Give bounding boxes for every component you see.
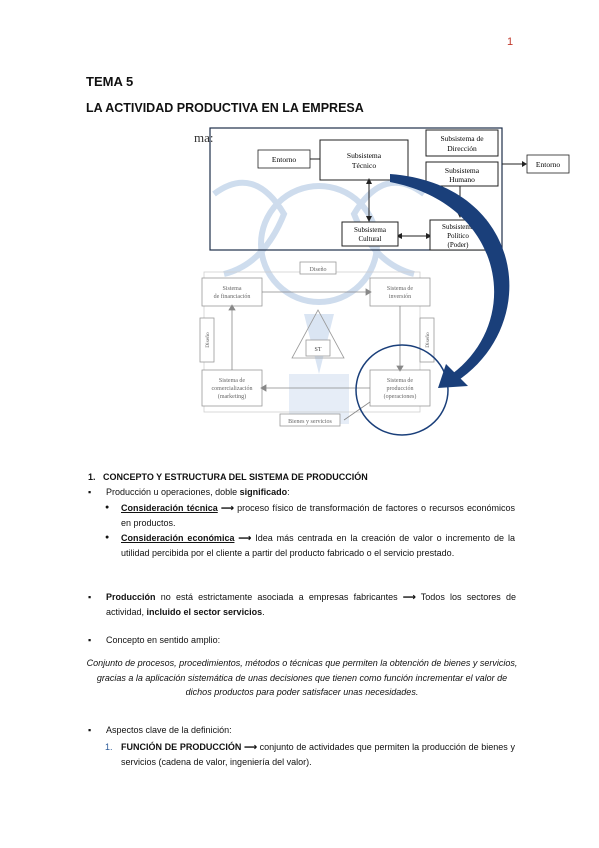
- bullet-produccion-servicios: Producción no está estrictamente asociad…: [88, 590, 516, 619]
- produccion-label-1: Sistema de: [387, 378, 413, 384]
- subsistema-direccion-box: [425, 129, 499, 157]
- arrow-icon: ⟶: [244, 742, 257, 752]
- consideracion-economica-label: Consideración económica: [121, 533, 235, 543]
- consideracion-tecnica-text: proceso físico de transformación de fact…: [121, 503, 515, 528]
- subsistema-politico-label-3: (Poder): [448, 241, 470, 249]
- item1-text: conjunto de actividades que permiten la …: [121, 742, 515, 767]
- consideracion-economica-text: Idea más centrada en la creación de valo…: [121, 533, 515, 558]
- bullet1-bold: significado: [239, 487, 288, 497]
- section-1-number: 1.: [88, 472, 96, 482]
- inversion-label-1: Sistema de: [387, 286, 413, 292]
- bullet1-colon: :: [287, 487, 290, 497]
- comercializacion-label-2: comercialización: [212, 386, 253, 392]
- item-consideracion-tecnica: Consideración técnica ⟶ proceso físico d…: [105, 501, 515, 530]
- inversion-label-2: inversión: [389, 294, 411, 300]
- diseno-left-label: Diseño: [205, 332, 211, 348]
- bullet-aspectos-clave: Aspectos clave de la definición:: [88, 724, 232, 737]
- produccion-label-3: (operaciones): [384, 393, 417, 400]
- produccion-highlight-ellipse: [355, 344, 449, 436]
- bullet1-text: Producción u operaciones, doble: [106, 487, 240, 497]
- diseno-right-label: Diseño: [425, 332, 431, 348]
- section-1-title: CONCEPTO Y ESTRUCTURA DEL SISTEMA DE PRO…: [103, 472, 368, 482]
- subsistema-politico-label-1: Subsistema: [442, 223, 475, 231]
- item-consideracion-economica: Consideración económica ⟶ Idea más centr…: [105, 531, 515, 560]
- diseno-left-box: [199, 317, 215, 363]
- bullet2-text-b: Todos los sectores de actividad,: [106, 592, 516, 617]
- subsistema-direccion-label-2: Dirección: [447, 144, 477, 153]
- diseno-top-label: Diseño: [310, 267, 327, 273]
- subsistema-cultural-label-1: Subsistema: [354, 226, 387, 234]
- tema-heading: TEMA 5: [86, 74, 134, 89]
- bienes-servicios-box: [279, 413, 341, 427]
- bullet2-text-c: .: [262, 606, 265, 617]
- bullet-concepto-amplio: Concepto en sentido amplio:: [88, 634, 221, 647]
- subsistema-cultural-box: [341, 221, 399, 247]
- entorno-right-label: Entorno: [536, 160, 560, 169]
- bullet4-text: Aspectos clave de la definición:: [106, 725, 232, 735]
- bullet2-bold-a: Producción: [106, 592, 156, 602]
- sistema-financiacion-box: [201, 277, 263, 307]
- subsistema-humano-label-1: Subsistema: [445, 166, 480, 175]
- st-label: ST: [314, 347, 321, 353]
- subsistema-humano-box: [425, 161, 499, 187]
- corner-label: ma:: [194, 130, 214, 145]
- produccion-label-2: producción: [387, 386, 414, 392]
- curved-arrow: [390, 174, 510, 382]
- comercializacion-label-3: (marketing): [218, 393, 246, 400]
- sistema-produccion-box: [369, 369, 431, 407]
- bienes-servicios-label: Bienes y servicios: [288, 419, 332, 425]
- diseno-top-box: [299, 261, 337, 275]
- item-funcion-produccion: 1. FUNCIÓN DE PRODUCCIÓN ⟶ conjunto de a…: [105, 740, 515, 769]
- arrow-icon: ⟶: [238, 533, 252, 543]
- consideracion-tecnica-label: Consideración técnica: [121, 503, 218, 513]
- entorno-left-label: Entorno: [272, 155, 296, 164]
- subsistema-tecnico-label-2: Técnico: [352, 161, 376, 170]
- bullet3-text: Concepto en sentido amplio:: [106, 635, 221, 645]
- section-1-heading: 1. CONCEPTO Y ESTRUCTURA DEL SISTEMA DE P…: [88, 472, 368, 482]
- arrow-icon: ⟶: [220, 503, 234, 513]
- sistema-inversion-box: [369, 277, 431, 307]
- bullet-produccion-operaciones: Producción u operaciones, doble signific…: [88, 486, 290, 499]
- curved-arrow-head: [438, 364, 468, 388]
- comercializacion-label-1: Sistema de: [219, 378, 245, 384]
- arrow-icon: ⟶: [402, 592, 416, 602]
- definition-text: Conjunto de procesos, procedimientos, mé…: [86, 658, 518, 697]
- subsistema-cultural-label-2: Cultural: [359, 235, 382, 243]
- subsistema-politico-label-2: Político: [447, 232, 469, 240]
- st-box: [305, 339, 331, 357]
- subsistema-humano-label-2: Humano: [449, 175, 475, 184]
- entorno-right-box: [526, 154, 570, 174]
- item1-bold: FUNCIÓN DE PRODUCCIÓN: [121, 742, 242, 752]
- bullet2-bold-b: incluido el sector servicios: [146, 606, 263, 617]
- subsistema-tecnico-box: [319, 139, 409, 181]
- sistema-comercializacion-box: [201, 369, 263, 407]
- subsistema-tecnico-label-1: Subsistema: [347, 151, 382, 160]
- diseno-right-box: [419, 317, 435, 363]
- subsistema-direccion-label-1: Subsistema de: [440, 134, 484, 143]
- item1-number: 1.: [105, 742, 113, 752]
- production-system-figure: ma: Entorno Subsistema Técnico Subsistem…: [194, 127, 570, 436]
- page-title: LA ACTIVIDAD PRODUCTIVA EN LA EMPRESA: [86, 101, 364, 115]
- financiacion-label-2: de financiación: [214, 293, 251, 300]
- outer-frame: [209, 127, 503, 251]
- financiacion-label-1: Sistema: [223, 286, 242, 292]
- page-number: 1: [507, 36, 514, 48]
- bullet2-text-a: no está estrictamente asociada a empresa…: [155, 592, 403, 602]
